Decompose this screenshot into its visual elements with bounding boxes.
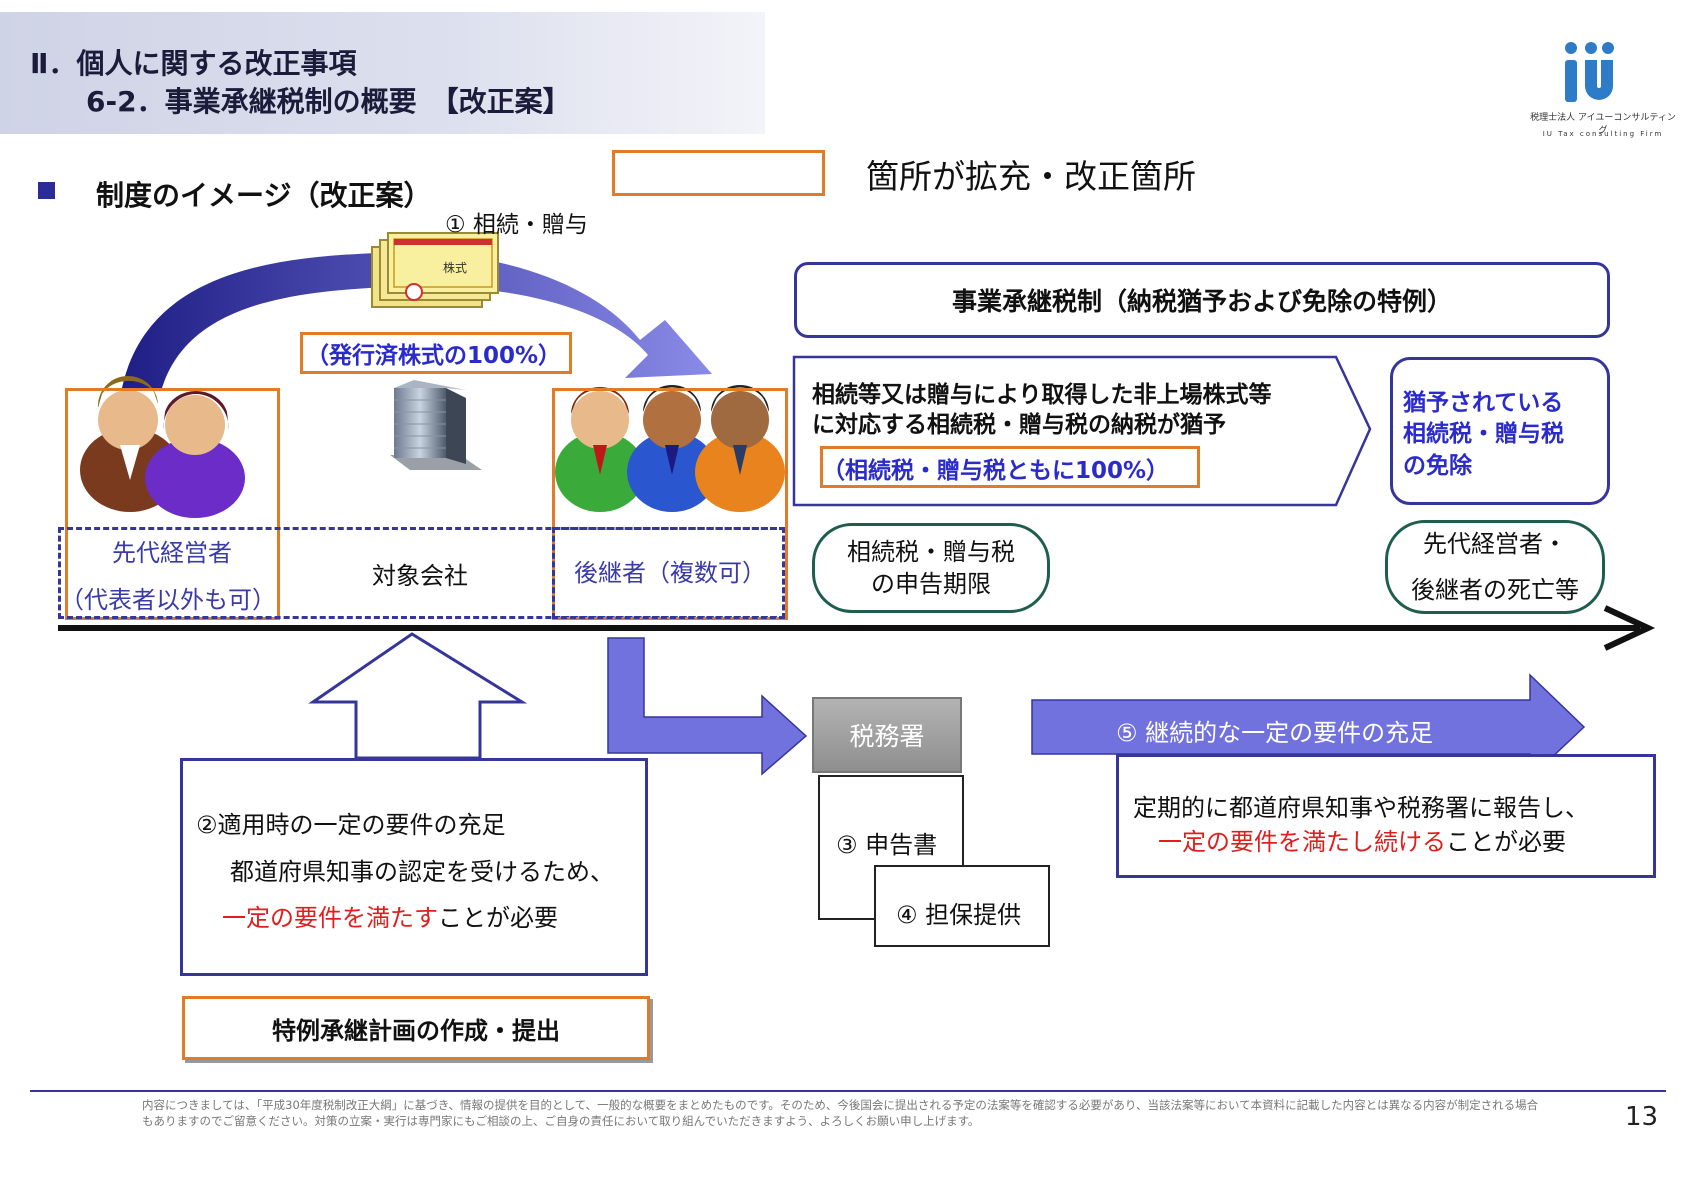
scheme-title: 事業承継税制（納税猶予および免除の特例） [951, 287, 1452, 316]
exemption-line-3: の免除 [1403, 453, 1472, 479]
footer-disclaimer: 内容につきましては、「平成30年度税制改正大綱」に基づき、情報の提供を目的として… [142, 1098, 1539, 1128]
death-event-line-1: 先代経営者・ [1423, 530, 1567, 558]
continuing-arrow [1031, 673, 1586, 780]
page-number: 13 [1625, 1102, 1659, 1132]
predecessor-people-icon [80, 375, 245, 518]
timeline-arrowhead [1603, 605, 1656, 651]
collateral-box [874, 865, 1050, 947]
exemption-box [1390, 357, 1610, 505]
gift-arc-arrow [122, 252, 712, 388]
exemption-line-1: 猶予されている [1403, 390, 1564, 416]
stock-card-text: 株式 [443, 260, 467, 275]
filing-document-label: ③ 申告書 [836, 831, 938, 859]
filing-deadline-line-2: の申告期限 [871, 570, 991, 598]
header-band [0, 12, 765, 134]
company-label: 対象会社 [372, 562, 468, 590]
plan-submission-box: 特例承継計画の作成・提出 [182, 996, 650, 1060]
continuing-line-2-rest: ことが必要 [1446, 828, 1566, 856]
requirements-line-3-rest: ことが必要 [438, 904, 558, 932]
exemption-line-2: 相続税・贈与税 [1403, 421, 1564, 447]
shares-label: （発行済株式の100%） [306, 343, 562, 369]
deferral-note: （相続税・贈与税ともに100%） [822, 458, 1170, 484]
footer-divider [30, 1090, 1666, 1092]
death-event-marker: 先代経営者・ 後継者の死亡等 [1385, 520, 1605, 614]
page-title: 6-2．事業承継税制の概要 【改正案】 [86, 85, 571, 118]
collateral-label: ④ 担保提供 [896, 901, 1022, 929]
filing-deadline-marker: 相続税・贈与税 の申告期限 [812, 523, 1050, 613]
logo-company-jp: 税理士法人 アイユーコンサルティング [1530, 113, 1676, 136]
deferral-line-1: 相続等又は贈与により取得した非上場株式等 [812, 382, 1272, 408]
requirements-emphasis: 一定の要件を満たす [222, 904, 438, 932]
scheme-title-box: 事業承継税制（納税猶予および免除の特例） [794, 262, 1610, 338]
deferral-note-box [820, 446, 1200, 488]
upward-arrow [308, 632, 528, 760]
section-heading: 制度のイメージ（改正案） [96, 179, 432, 212]
legend-label: 箇所が拡充・改正箇所 [866, 157, 1196, 196]
successor-people-icon [555, 385, 785, 512]
predecessor-note: （代表者以外も可） [60, 586, 276, 614]
successor-dashed-frame [552, 527, 785, 619]
plan-submission-label: 特例承継計画の作成・提出 [272, 1016, 560, 1045]
chapter-title: Ⅱ．個人に関する改正事項 [30, 47, 357, 80]
filing-deadline-line-1: 相続税・贈与税 [847, 538, 1015, 566]
death-event-line-2: 後継者の死亡等 [1411, 576, 1579, 604]
continuing-title: ⑤ 継続的な一定の要件の充足 [1116, 719, 1434, 747]
continuing-line-2: 一定の要件を満たし続けることが必要 [1158, 822, 1566, 857]
tax-office-box [812, 697, 962, 773]
predecessor-label: 先代経営者 [112, 539, 232, 567]
continuing-box [1116, 754, 1656, 878]
section-bullet [38, 182, 55, 199]
tax-office-arrow [607, 637, 808, 776]
legend-swatch [612, 150, 825, 196]
requirements-box [180, 758, 648, 976]
requirements-line-2: 都道府県知事の認定を受けるため、 [230, 858, 614, 886]
stock-certificate-icon [371, 232, 499, 308]
logo-company-en: IU Tax consulting Firm [1542, 130, 1664, 138]
shares-highlight-box [300, 332, 572, 374]
continuing-emphasis: 一定の要件を満たし続ける [1158, 828, 1446, 856]
requirements-line-3: 一定の要件を満たすことが必要 [222, 898, 558, 933]
deferral-line-2: に対応する相続税・贈与税の納税が猶予 [812, 412, 1226, 438]
gift-step-label: ① 相続・贈与 [445, 212, 588, 238]
continuing-line-1: 定期的に都道府県知事や税務署に報告し、 [1133, 794, 1589, 822]
tax-office-label: 税務署 [849, 722, 925, 751]
deferral-chevron [792, 355, 1372, 507]
successor-label: 後継者（複数可） [574, 559, 766, 587]
requirements-title: ②適用時の一定の要件の充足 [196, 811, 506, 839]
office-building-icon [390, 380, 482, 470]
company-logo: 税理士法人 アイユーコンサルティング IU Tax consulting Fir… [1528, 38, 1678, 146]
